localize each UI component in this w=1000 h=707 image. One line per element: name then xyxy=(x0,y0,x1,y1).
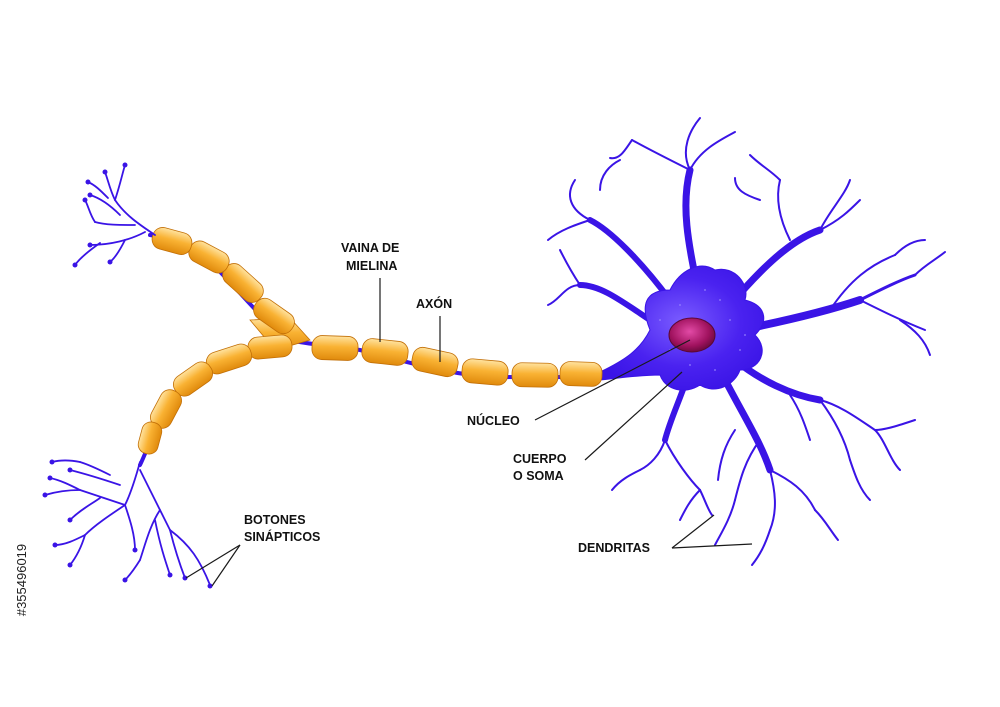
label-botones-line1: BOTONES xyxy=(244,513,306,527)
label-nucleo: NÚCLEO xyxy=(467,413,520,428)
nucleus xyxy=(668,317,716,353)
myelin-sheath xyxy=(137,227,603,455)
label-vaina-line1: VAINA DE xyxy=(341,241,399,255)
label-cuerpo-line1: CUERPO xyxy=(513,452,567,466)
label-axon: AXÓN xyxy=(416,296,452,311)
synaptic-buttons-lower xyxy=(42,459,213,589)
labels: VAINA DE MIELINA AXÓN NÚCLEO CUERPO O SO… xyxy=(244,241,650,555)
dendritas-leader-2 xyxy=(671,543,753,549)
cuerpo-leader xyxy=(584,371,683,461)
axon-terminals-upper xyxy=(74,164,156,266)
axon-terminals-lower xyxy=(44,459,211,586)
leader-lines xyxy=(185,278,753,587)
synaptic-buttons-upper xyxy=(72,162,128,268)
label-botones-line2: SINÁPTICOS xyxy=(244,529,320,544)
label-dendritas: DENDRITAS xyxy=(578,541,650,555)
botones-leader-1 xyxy=(211,544,241,587)
side-id-text: #355496019 xyxy=(14,544,29,616)
label-vaina-line2: MIELINA xyxy=(346,259,397,273)
nucleo-leader xyxy=(534,339,691,421)
dendritas-leader-1 xyxy=(671,514,715,549)
label-cuerpo-line2: O SOMA xyxy=(513,469,564,483)
botones-leader-2 xyxy=(185,544,241,579)
